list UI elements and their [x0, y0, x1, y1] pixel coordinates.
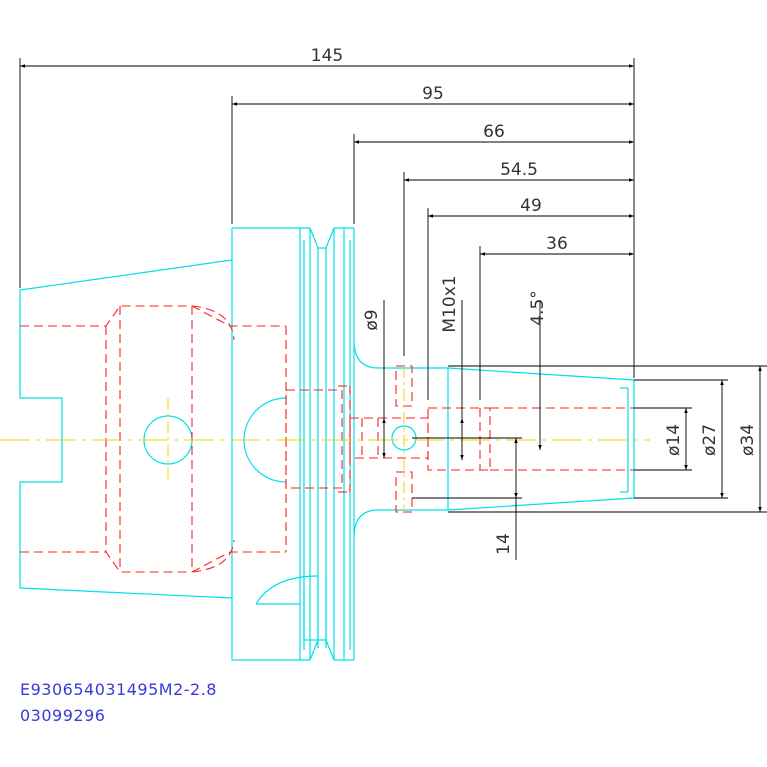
- center-lines: [0, 366, 650, 512]
- dim-dia9: ø9: [362, 309, 382, 330]
- part-outline: [19, 227, 635, 661]
- dim-dia27: ø27: [700, 424, 720, 456]
- dim-36: 36: [546, 234, 568, 254]
- dim-49: 49: [520, 196, 542, 216]
- part-code: E930654031495M2-2.8: [20, 680, 217, 699]
- dim-54-5: 54.5: [500, 160, 538, 180]
- dim-66: 66: [483, 122, 505, 142]
- dim-thread-m10x1: M10x1: [440, 275, 460, 332]
- dim-angle-4-5: 4.5°: [528, 290, 548, 326]
- dim-145: 145: [311, 46, 343, 66]
- dim-dia14: ø14: [664, 424, 684, 456]
- dim-dia34: ø34: [738, 424, 758, 456]
- dim-95: 95: [422, 84, 444, 104]
- hidden-lines: [20, 305, 634, 573]
- dimension-lines: [19, 58, 767, 560]
- dim-14: 14: [494, 533, 514, 555]
- part-number: 03099296: [20, 706, 106, 725]
